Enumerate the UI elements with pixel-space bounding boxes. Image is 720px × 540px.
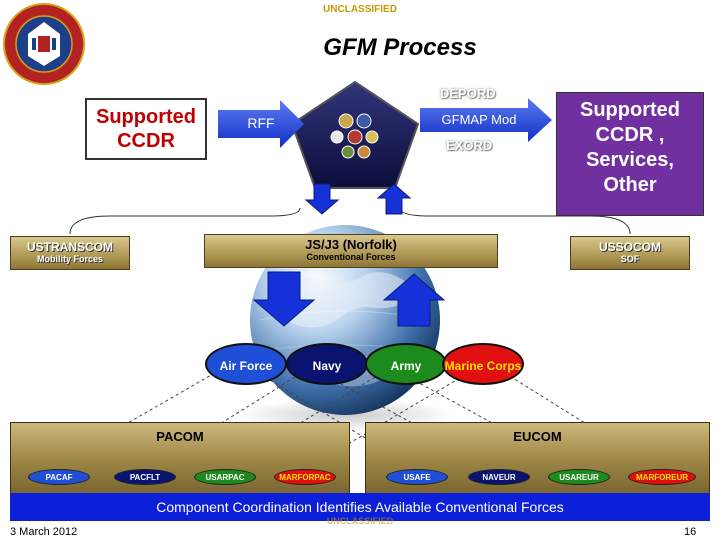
supported-ccdr-line1: Supported [96,106,196,128]
pacom-title: PACOM [156,429,204,444]
classification-top: UNCLASSIFIED [323,4,397,15]
ustranscom-bar: USTRANSCOM Mobility Forces [10,236,130,270]
page-title: GFM Process [323,34,477,61]
page-number: 16 [684,526,697,538]
component-usafe: USAFE [386,469,448,485]
classification-bottom: UNCLASSIFIED [326,516,394,526]
supported-ccdr-box: Supported CCDR [85,98,207,160]
component-marforpac: MARFORPAC [274,469,336,485]
pentagon-emblem [290,80,420,189]
component-naveur: NAVEUR [468,469,530,485]
supported-right-line1: Supported [580,99,680,121]
jsj3-title: JS/J3 (Norfolk) [305,237,397,252]
supported-right-line4: Other [603,174,657,196]
down-arrow-small [304,183,340,215]
slide-date: 3 March 2012 [10,526,78,538]
gfmap-arrow [420,98,552,142]
jsj3-bar: JS/J3 (Norfolk) Conventional Forces [204,234,498,268]
ussocom-subtitle: SOF [620,254,640,264]
ussocom-title: USSOCOM [598,240,661,254]
depord-label: DEPORD [440,86,496,101]
component-usareur: USAREUR [548,469,610,485]
service-marine-corps: Marine Corps [442,343,524,385]
service-air-force: Air Force [205,343,287,385]
ustranscom-subtitle: Mobility Forces [36,254,103,264]
coordination-banner: Component Coordination Identifies Availa… [10,493,710,521]
supported-ccdr-services-box: Supported CCDR , Services, Other [556,92,704,216]
eucom-title: EUCOM [513,429,562,444]
component-marforeur: MARFOREUR [628,469,696,485]
jsj3-subtitle: Conventional Forces [306,252,396,262]
component-pacflt: PACFLT [114,469,176,485]
connector-left-brace [69,207,301,235]
supported-right-line2: CCDR , [595,124,665,146]
component-pacaf: PACAF [28,469,90,485]
service-army: Army [365,343,447,385]
supported-ccdr-line2: CCDR [117,130,175,152]
gfmap-label: GFMAP Mod [441,112,517,127]
exord-label: EXORD [446,138,493,153]
service-navy: Navy [286,343,368,385]
rff-label: RFF [247,115,275,131]
up-arrow-small [376,183,412,215]
supported-right-line3: Services, [586,149,674,171]
jfsc-logo [3,3,85,85]
up-arrow-large [382,273,446,327]
rff-arrow [218,100,304,148]
down-arrow-large [252,271,316,327]
ussocom-bar: USSOCOM SOF [570,236,690,270]
component-usarpac: USARPAC [194,469,256,485]
ustranscom-title: USTRANSCOM [27,240,113,254]
connector-right-brace [399,207,631,235]
